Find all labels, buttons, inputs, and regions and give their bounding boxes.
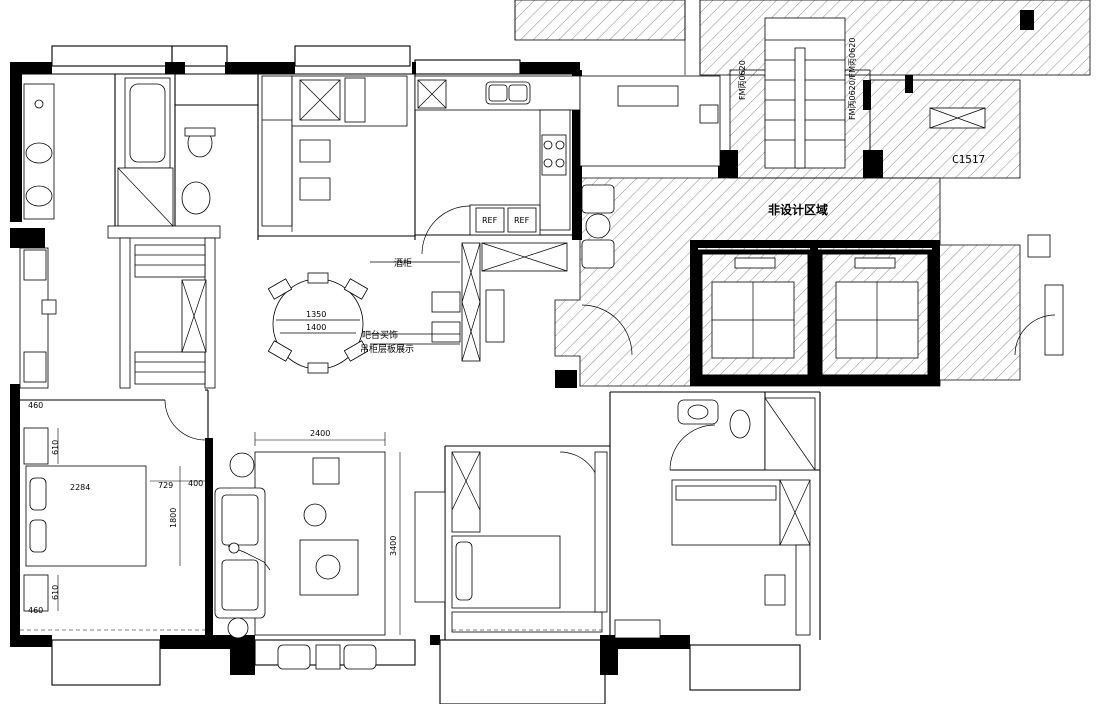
shelf-display-label: 吊柜层板展示 — [360, 343, 414, 355]
stairwell: FM丙0620 FM丙0620/FM丙0620 — [738, 17, 857, 169]
dim-bed-1800: 1800 — [169, 508, 178, 528]
exterior-walls — [10, 62, 690, 675]
wine-cabinet-label: 酒柜 — [394, 257, 412, 269]
dim-night-610-top: 610 — [51, 440, 60, 455]
dim-table-1400: 1400 — [306, 323, 326, 332]
master-bedroom: 2284 729 400 1800 610 610 460 460 — [20, 399, 206, 631]
fridge-label-2: REF — [514, 216, 530, 225]
window-code-label: C1517 — [952, 153, 985, 166]
door-code-label-2: FM丙0620/FM丙0620 — [848, 38, 857, 120]
dim-night-610-bot: 610 — [51, 585, 60, 600]
fridge-label-1: REF — [482, 216, 498, 225]
dim-living-2400: 2400 — [310, 429, 330, 438]
study-room — [261, 75, 408, 232]
dim-wall-460-bot: 460 — [28, 606, 43, 615]
dim-table-1350: 1350 — [306, 310, 326, 319]
master-bathroom — [23, 77, 216, 227]
interior-walls — [20, 62, 821, 640]
core-walls: C1517 非设计区域 — [555, 70, 985, 388]
door-code-label-1: FM丙0620 — [738, 60, 747, 100]
dim-bed-729: 729 — [158, 481, 173, 490]
elevator-shafts — [697, 249, 933, 380]
upper-structure — [514, 0, 1064, 356]
bedroom-2 — [414, 451, 608, 633]
dim-living-3400: 3400 — [389, 536, 398, 556]
bedroom-3 — [614, 397, 816, 639]
kitchen: REF REF — [414, 75, 581, 255]
non-design-area-label: 非设计区域 — [768, 202, 828, 217]
dining-area: 1350 1400 — [267, 272, 369, 374]
bar-area: 酒柜 吧台买饰 吊柜层板展示 — [360, 242, 568, 362]
dim-bed-400: 400 — [188, 479, 203, 488]
dim-wall-460-top: 460 — [28, 401, 43, 410]
bar-counter-label: 吧台买饰 — [362, 329, 398, 341]
living-room: 2400 3400 — [214, 429, 401, 670]
wardrobe-area — [19, 225, 221, 389]
dim-bed-2284: 2284 — [70, 483, 90, 492]
